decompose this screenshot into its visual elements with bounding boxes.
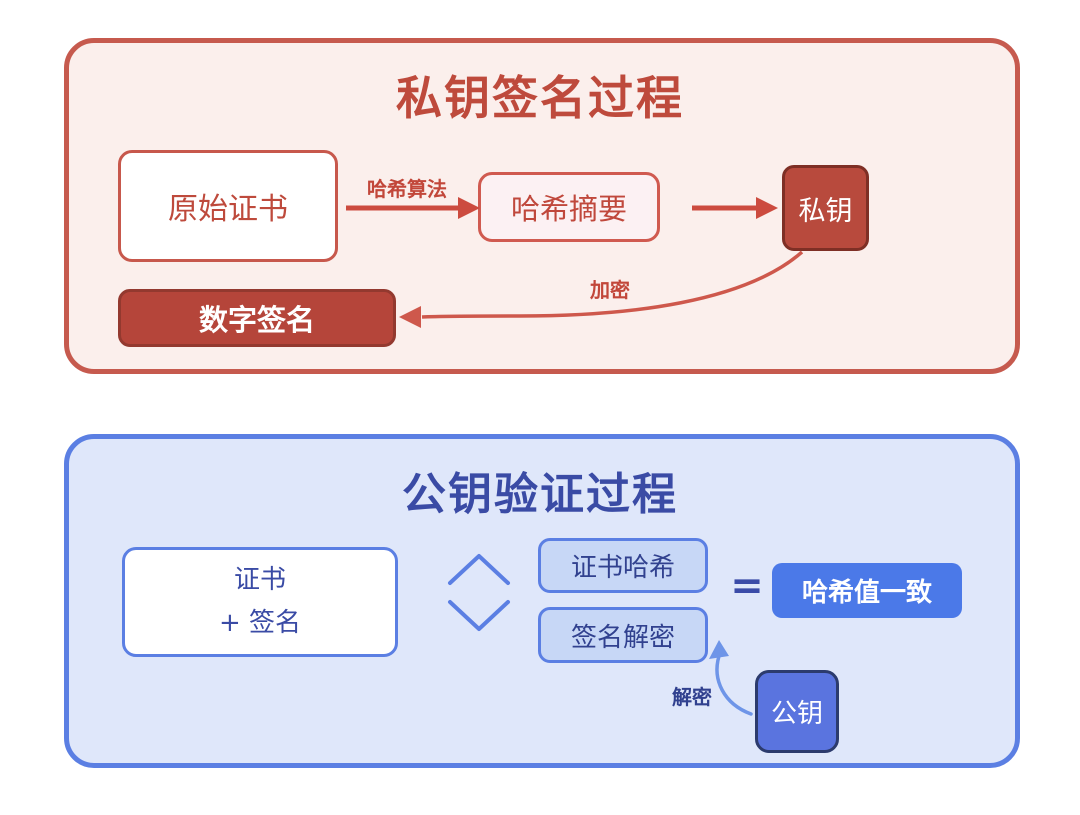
decrypt-edge-label: 解密	[672, 685, 712, 709]
certificate-line: 证书	[233, 565, 286, 596]
encrypt-edge-label: 加密	[590, 278, 630, 302]
original-certificate-label: 原始证书	[168, 192, 288, 227]
certificate-plus-signature-node: 证书 + 签名	[122, 547, 398, 657]
private-key-node: 私钥	[782, 165, 869, 251]
private-key-label: 私钥	[798, 195, 853, 227]
certificate-hash-label: 证书哈希	[570, 553, 675, 583]
hash-digest-node: 哈希摘要	[478, 172, 660, 242]
signature-line: + 签名	[218, 608, 302, 638]
signature-decrypt-label: 签名解密	[570, 622, 675, 653]
signature-decrypt-node: 签名解密	[538, 607, 708, 663]
hash-digest-label: 哈希摘要	[510, 192, 627, 226]
hash-match-node: 哈希值一致	[772, 563, 962, 618]
original-certificate-node: 原始证书	[118, 150, 338, 262]
hash-algorithm-edge-label: 哈希算法	[367, 177, 447, 201]
verification-panel-title: 公钥验证过程	[402, 469, 678, 520]
hash-match-label: 哈希值一致	[801, 578, 932, 608]
digital-signature-label: 数字签名	[198, 303, 315, 337]
certificate-hash-node: 证书哈希	[538, 538, 708, 593]
signing-panel-title: 私钥签名过程	[396, 71, 684, 125]
digital-signature-node: 数字签名	[118, 289, 396, 347]
public-key-label: 公钥	[770, 699, 823, 729]
equals-sign: =	[730, 563, 764, 609]
public-key-node: 公钥	[755, 670, 839, 753]
